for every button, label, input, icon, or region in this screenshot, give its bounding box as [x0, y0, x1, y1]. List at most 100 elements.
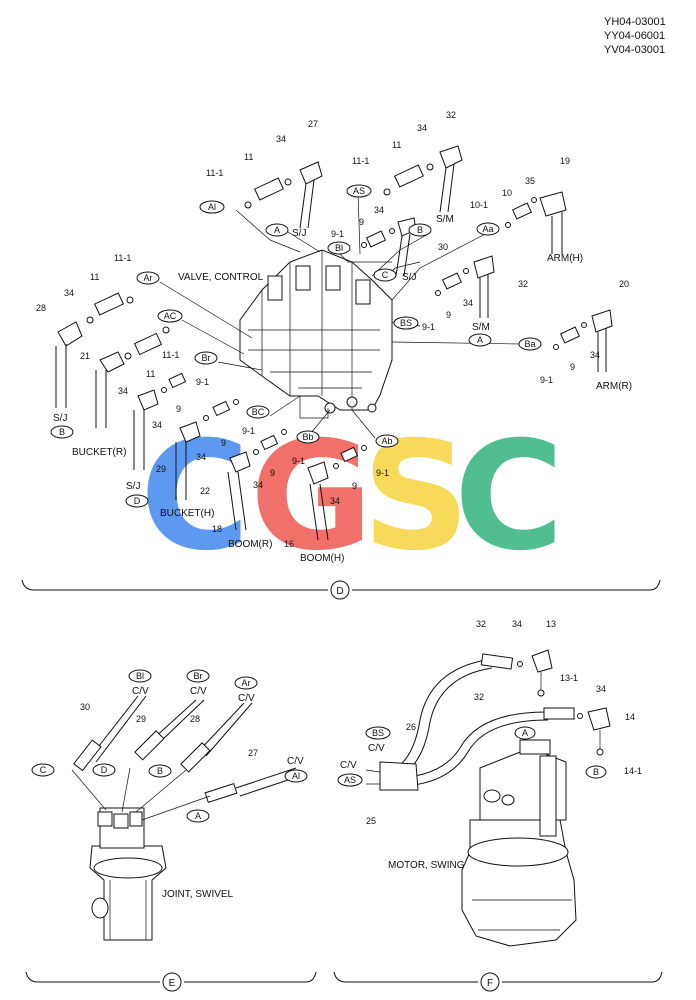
model-code-1: YH04-03001	[604, 16, 666, 28]
oval-as-f: AS	[344, 775, 356, 785]
part-27-d: 27	[308, 119, 318, 129]
part-9-d1: 9	[359, 217, 364, 227]
label-sj-1: S/J	[292, 228, 306, 239]
label-cv-e1: C/V	[132, 686, 149, 697]
swing-motor-hoses	[365, 649, 611, 791]
oval-a-2: A	[477, 335, 483, 345]
part-21: 21	[80, 351, 90, 361]
part-numbers-section-d: 27 34 11 11-1 32 34 11 11-1 34 9 9-1 30 …	[36, 110, 629, 549]
section-tag-d: D	[336, 586, 343, 597]
part-9-1-d3: 9-1	[540, 375, 553, 385]
part-11-d4: 11	[146, 369, 155, 379]
part-32-d2: 32	[518, 279, 528, 289]
part-34-d2: 34	[417, 123, 427, 133]
oval-ab: Ab	[381, 436, 392, 446]
watermark: C G S C	[140, 410, 564, 584]
part-32-f1: 32	[476, 619, 486, 629]
part-9-1-d7: 9-1	[376, 468, 389, 478]
label-cv-f2: C/V	[340, 760, 357, 771]
ovals-section-d: Al A AS B Bl C Aa Ar BS AC A Ba Br BC Bb…	[50, 184, 542, 508]
section-tag-f: F	[487, 978, 493, 989]
label-cv-e4: C/V	[287, 756, 304, 767]
label-boom-h: BOOM(H)	[300, 553, 344, 564]
part-10: 10	[502, 188, 512, 198]
part-30-e: 30	[80, 702, 90, 712]
oval-bc: BC	[252, 407, 265, 417]
caption-motor-swing: MOTOR, SWING	[388, 860, 465, 871]
part-34-d11: 34	[330, 496, 340, 506]
part-9-d3: 9	[570, 362, 575, 372]
part-9-d5: 9	[221, 438, 226, 448]
part-9-d4: 9	[176, 404, 181, 414]
section-tag-e: E	[169, 978, 176, 989]
part-9-d6: 9	[270, 468, 275, 478]
oval-bb: Bb	[302, 432, 313, 442]
oval-c-1: C	[382, 270, 389, 280]
part-34-d8: 34	[152, 420, 162, 430]
part-9-d7: 9	[352, 481, 357, 491]
valve-leader-lines	[159, 191, 521, 441]
oval-d-e: D	[101, 765, 108, 775]
labels-section-f: C/V C/V 32 34 13 13-1 32 34 14 14-1 26 2…	[340, 619, 642, 826]
part-34-d1: 34	[276, 134, 286, 144]
fittings-left-side	[55, 292, 367, 541]
swivel-joint-assembly	[89, 807, 167, 941]
part-28-d: 28	[36, 303, 46, 313]
oval-br: Br	[202, 353, 211, 363]
oval-b-2: B	[59, 427, 65, 437]
label-sm-2: S/M	[472, 322, 490, 333]
part-22: 22	[200, 486, 210, 496]
part-11-1-d1: 11-1	[206, 168, 223, 178]
fittings-top-left	[244, 145, 613, 372]
oval-as: AS	[353, 186, 365, 196]
label-bucket-h: BUCKET(H)	[160, 508, 214, 519]
label-sj-2: S/J	[402, 272, 416, 283]
part-34-d6: 34	[64, 288, 74, 298]
part-11-1-d2: 11-1	[352, 156, 369, 166]
oval-br-e: Br	[194, 671, 203, 681]
oval-b-f: B	[593, 767, 599, 777]
label-boom-r: BOOM(R)	[228, 539, 272, 550]
oval-ac: AC	[164, 311, 177, 321]
part-34-d4: 34	[463, 298, 473, 308]
part-32-d1: 32	[446, 110, 456, 120]
label-sj-4: S/J	[126, 481, 140, 492]
part-35: 35	[525, 176, 535, 186]
part-34-d7: 34	[118, 386, 128, 396]
part-9-1-d4: 9-1	[196, 377, 209, 387]
oval-d-1: D	[134, 496, 141, 506]
part-29-d: 29	[156, 464, 166, 474]
label-arm-h: ARM(H)	[547, 253, 583, 264]
section-e-divider: E	[25, 971, 317, 992]
part-29-e: 29	[136, 714, 146, 724]
part-14-1: 14-1	[624, 766, 642, 776]
part-9-1-d1: 9-1	[331, 229, 344, 239]
part-34-d3: 34	[374, 205, 384, 215]
swing-motor-assembly	[461, 739, 577, 947]
oval-bl-e: Bl	[136, 671, 144, 681]
oval-bl: Bl	[335, 243, 343, 253]
part-20: 20	[619, 279, 629, 289]
part-11-1-d3: 11-1	[114, 253, 131, 263]
part-9-1-d2: 9-1	[422, 322, 435, 332]
part-9-d2: 9	[446, 310, 451, 320]
part-30-d: 30	[438, 242, 448, 252]
part-34-f2: 34	[596, 684, 606, 694]
part-34-d5: 34	[590, 350, 600, 360]
label-bucket-r: BUCKET(R)	[72, 447, 126, 458]
part-18: 18	[212, 524, 222, 534]
part-32-f2: 32	[474, 692, 484, 702]
part-9-1-d5: 9-1	[242, 426, 255, 436]
part-13-1: 13-1	[560, 673, 578, 683]
part-13: 13	[546, 619, 556, 629]
model-code-2: YY04-06001	[604, 30, 665, 42]
oval-a-e: A	[195, 811, 201, 821]
labels-section-e: C/V C/V C/V C/V 30 29 28 27	[80, 686, 304, 767]
control-valve-assembly	[239, 249, 393, 419]
part-25: 25	[366, 816, 376, 826]
ovals-section-e: Bl Br Ar Al C D B A	[31, 669, 308, 823]
port-labels-section-d: S/J S/M S/J S/M ARM(H) ARM(R) S/J BUCKET…	[53, 214, 632, 564]
oval-b-1: B	[417, 225, 423, 235]
caption-valve-control: VALVE, CONTROL	[178, 272, 264, 283]
